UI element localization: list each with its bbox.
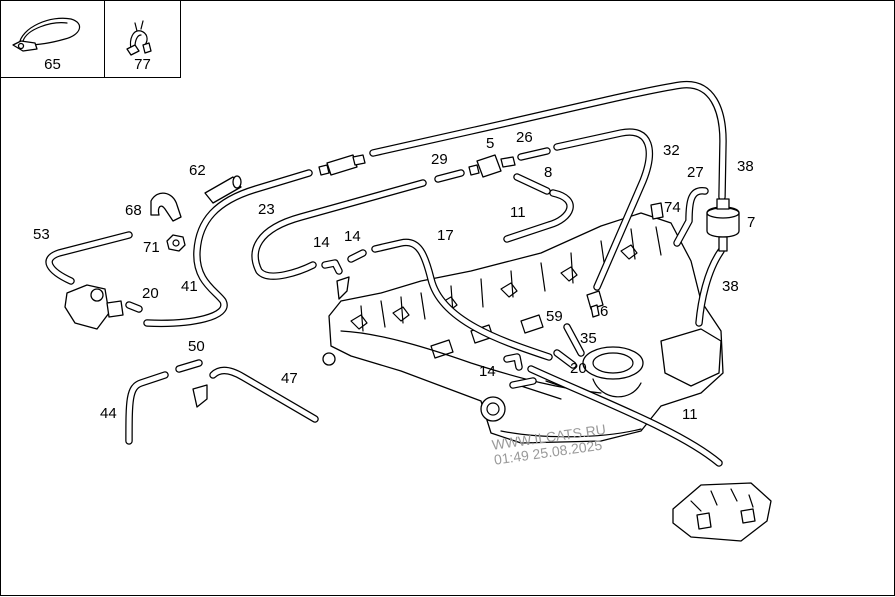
- inset-label: 65: [44, 56, 61, 73]
- callout-27: 27: [687, 164, 704, 181]
- callout-38: 38: [722, 278, 739, 295]
- callout-8: 8: [544, 164, 553, 181]
- callout-14: 14: [344, 228, 361, 245]
- callout-62: 62: [189, 162, 206, 179]
- inset-label: 77: [134, 56, 151, 73]
- callout-41: 41: [181, 278, 198, 295]
- callout-47: 47: [281, 370, 298, 387]
- callout-5: 5: [486, 135, 495, 152]
- callout-11: 11: [510, 204, 526, 221]
- hose-clamp-strap-icon: [12, 17, 81, 52]
- callout-11: 11: [682, 406, 698, 423]
- hoses: [45, 81, 727, 467]
- callout-14: 14: [479, 363, 496, 380]
- callout-35: 35: [580, 330, 597, 347]
- callout-59: 59: [546, 308, 563, 325]
- callout-68: 68: [125, 202, 142, 219]
- callout-50: 50: [188, 338, 205, 355]
- callout-53: 53: [33, 226, 50, 243]
- callout-44: 44: [100, 405, 117, 422]
- callout-29: 29: [431, 151, 448, 168]
- callout-26: 26: [516, 129, 533, 146]
- callout-17: 17: [437, 227, 454, 244]
- callout-7: 7: [747, 214, 756, 231]
- callout-38: 38: [737, 158, 754, 175]
- callout-74: 74: [664, 199, 681, 216]
- callout-6: 6: [600, 303, 609, 320]
- inset-part-65[interactable]: 65: [1, 1, 105, 78]
- components: [64, 154, 772, 542]
- callout-14: 14: [313, 234, 330, 251]
- callout-71: 71: [143, 239, 160, 256]
- callout-32: 32: [663, 142, 680, 159]
- clip-icon: [126, 20, 152, 56]
- callout-20: 20: [142, 285, 159, 302]
- callout-20: 20: [570, 360, 587, 377]
- callout-23: 23: [258, 201, 275, 218]
- inset-part-77[interactable]: 77: [105, 1, 181, 78]
